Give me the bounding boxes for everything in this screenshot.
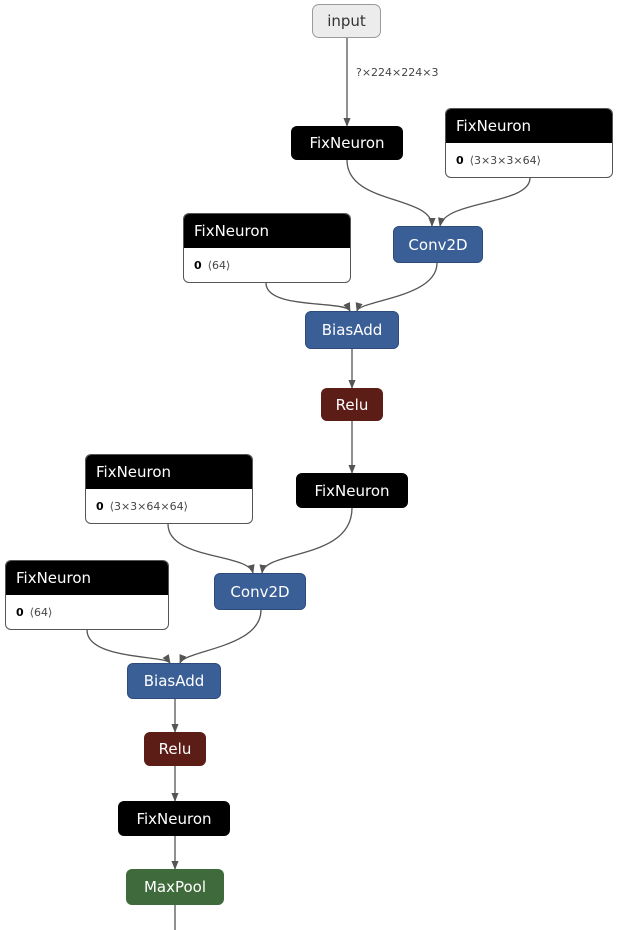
edge-conv2d-to-biasadd (355, 262, 438, 312)
attribute-shape: ⟨64⟩ (207, 258, 231, 272)
node-fixneuron-weights[interactable]: FixNeuron 0 ⟨3×3×64×64⟩ (85, 454, 253, 524)
node-label: FixNeuron (136, 809, 212, 828)
edge-fixneuron-to-conv2d-2 (259, 507, 353, 574)
node-label: BiasAdd (143, 672, 205, 690)
edge-label-input-shape: ?×224×224×3 (356, 66, 439, 79)
edge-bias-to-biasadd-2 (86, 629, 171, 664)
edge-weight-to-conv2d (437, 177, 531, 227)
attribute-key: 0 (96, 499, 104, 513)
node-label: MaxPool (143, 878, 207, 896)
node-label: FixNeuron (446, 109, 612, 143)
node-label: FixNeuron (86, 455, 252, 489)
edge-fixneuron-to-conv2d (346, 159, 436, 227)
attribute-key: 0 (456, 153, 464, 167)
edge-conv2d-to-biasadd-2 (179, 609, 262, 664)
edge-bias-to-biasadd (265, 282, 351, 312)
node-fixneuron-bias[interactable]: FixNeuron 0 ⟨64⟩ (5, 560, 169, 630)
node-conv2d[interactable]: Conv2D (214, 573, 306, 610)
attribute-key: 0 (16, 605, 24, 619)
node-label: Relu (335, 395, 369, 414)
node-input[interactable]: input (312, 4, 381, 38)
node-biasadd[interactable]: BiasAdd (127, 663, 221, 699)
node-relu[interactable]: Relu (144, 732, 206, 766)
node-label: Relu (158, 740, 192, 758)
node-attribute: 0 ⟨3×3×3×64⟩ (446, 143, 612, 177)
attribute-shape: ⟨64⟩ (29, 605, 53, 619)
node-attribute: 0 ⟨64⟩ (6, 595, 168, 629)
node-fixneuron-weights[interactable]: FixNeuron 0 ⟨3×3×3×64⟩ (445, 108, 613, 178)
node-fixneuron-bias[interactable]: FixNeuron 0 ⟨64⟩ (183, 213, 351, 283)
attribute-key: 0 (194, 258, 202, 272)
node-label: FixNeuron (314, 481, 390, 500)
edge-weight-to-conv2d-2 (167, 523, 255, 574)
node-label: FixNeuron (184, 214, 350, 248)
node-biasadd[interactable]: BiasAdd (305, 311, 399, 349)
node-relu[interactable]: Relu (321, 388, 383, 421)
node-label: Conv2D (230, 582, 290, 601)
node-conv2d[interactable]: Conv2D (393, 226, 483, 263)
node-maxpool[interactable]: MaxPool (126, 869, 224, 905)
node-attribute: 0 ⟨3×3×64×64⟩ (86, 489, 252, 523)
node-label: Conv2D (408, 235, 468, 254)
node-fixneuron[interactable]: FixNeuron (118, 801, 230, 836)
attribute-shape: ⟨3×3×64×64⟩ (109, 499, 188, 513)
node-label: FixNeuron (309, 134, 385, 152)
node-label: input (327, 12, 366, 30)
attribute-shape: ⟨3×3×3×64⟩ (469, 153, 541, 167)
node-attribute: 0 ⟨64⟩ (184, 248, 350, 282)
node-fixneuron[interactable]: FixNeuron (296, 473, 408, 508)
node-label: BiasAdd (321, 321, 383, 339)
node-fixneuron[interactable]: FixNeuron (291, 126, 403, 160)
node-label: FixNeuron (6, 561, 168, 595)
